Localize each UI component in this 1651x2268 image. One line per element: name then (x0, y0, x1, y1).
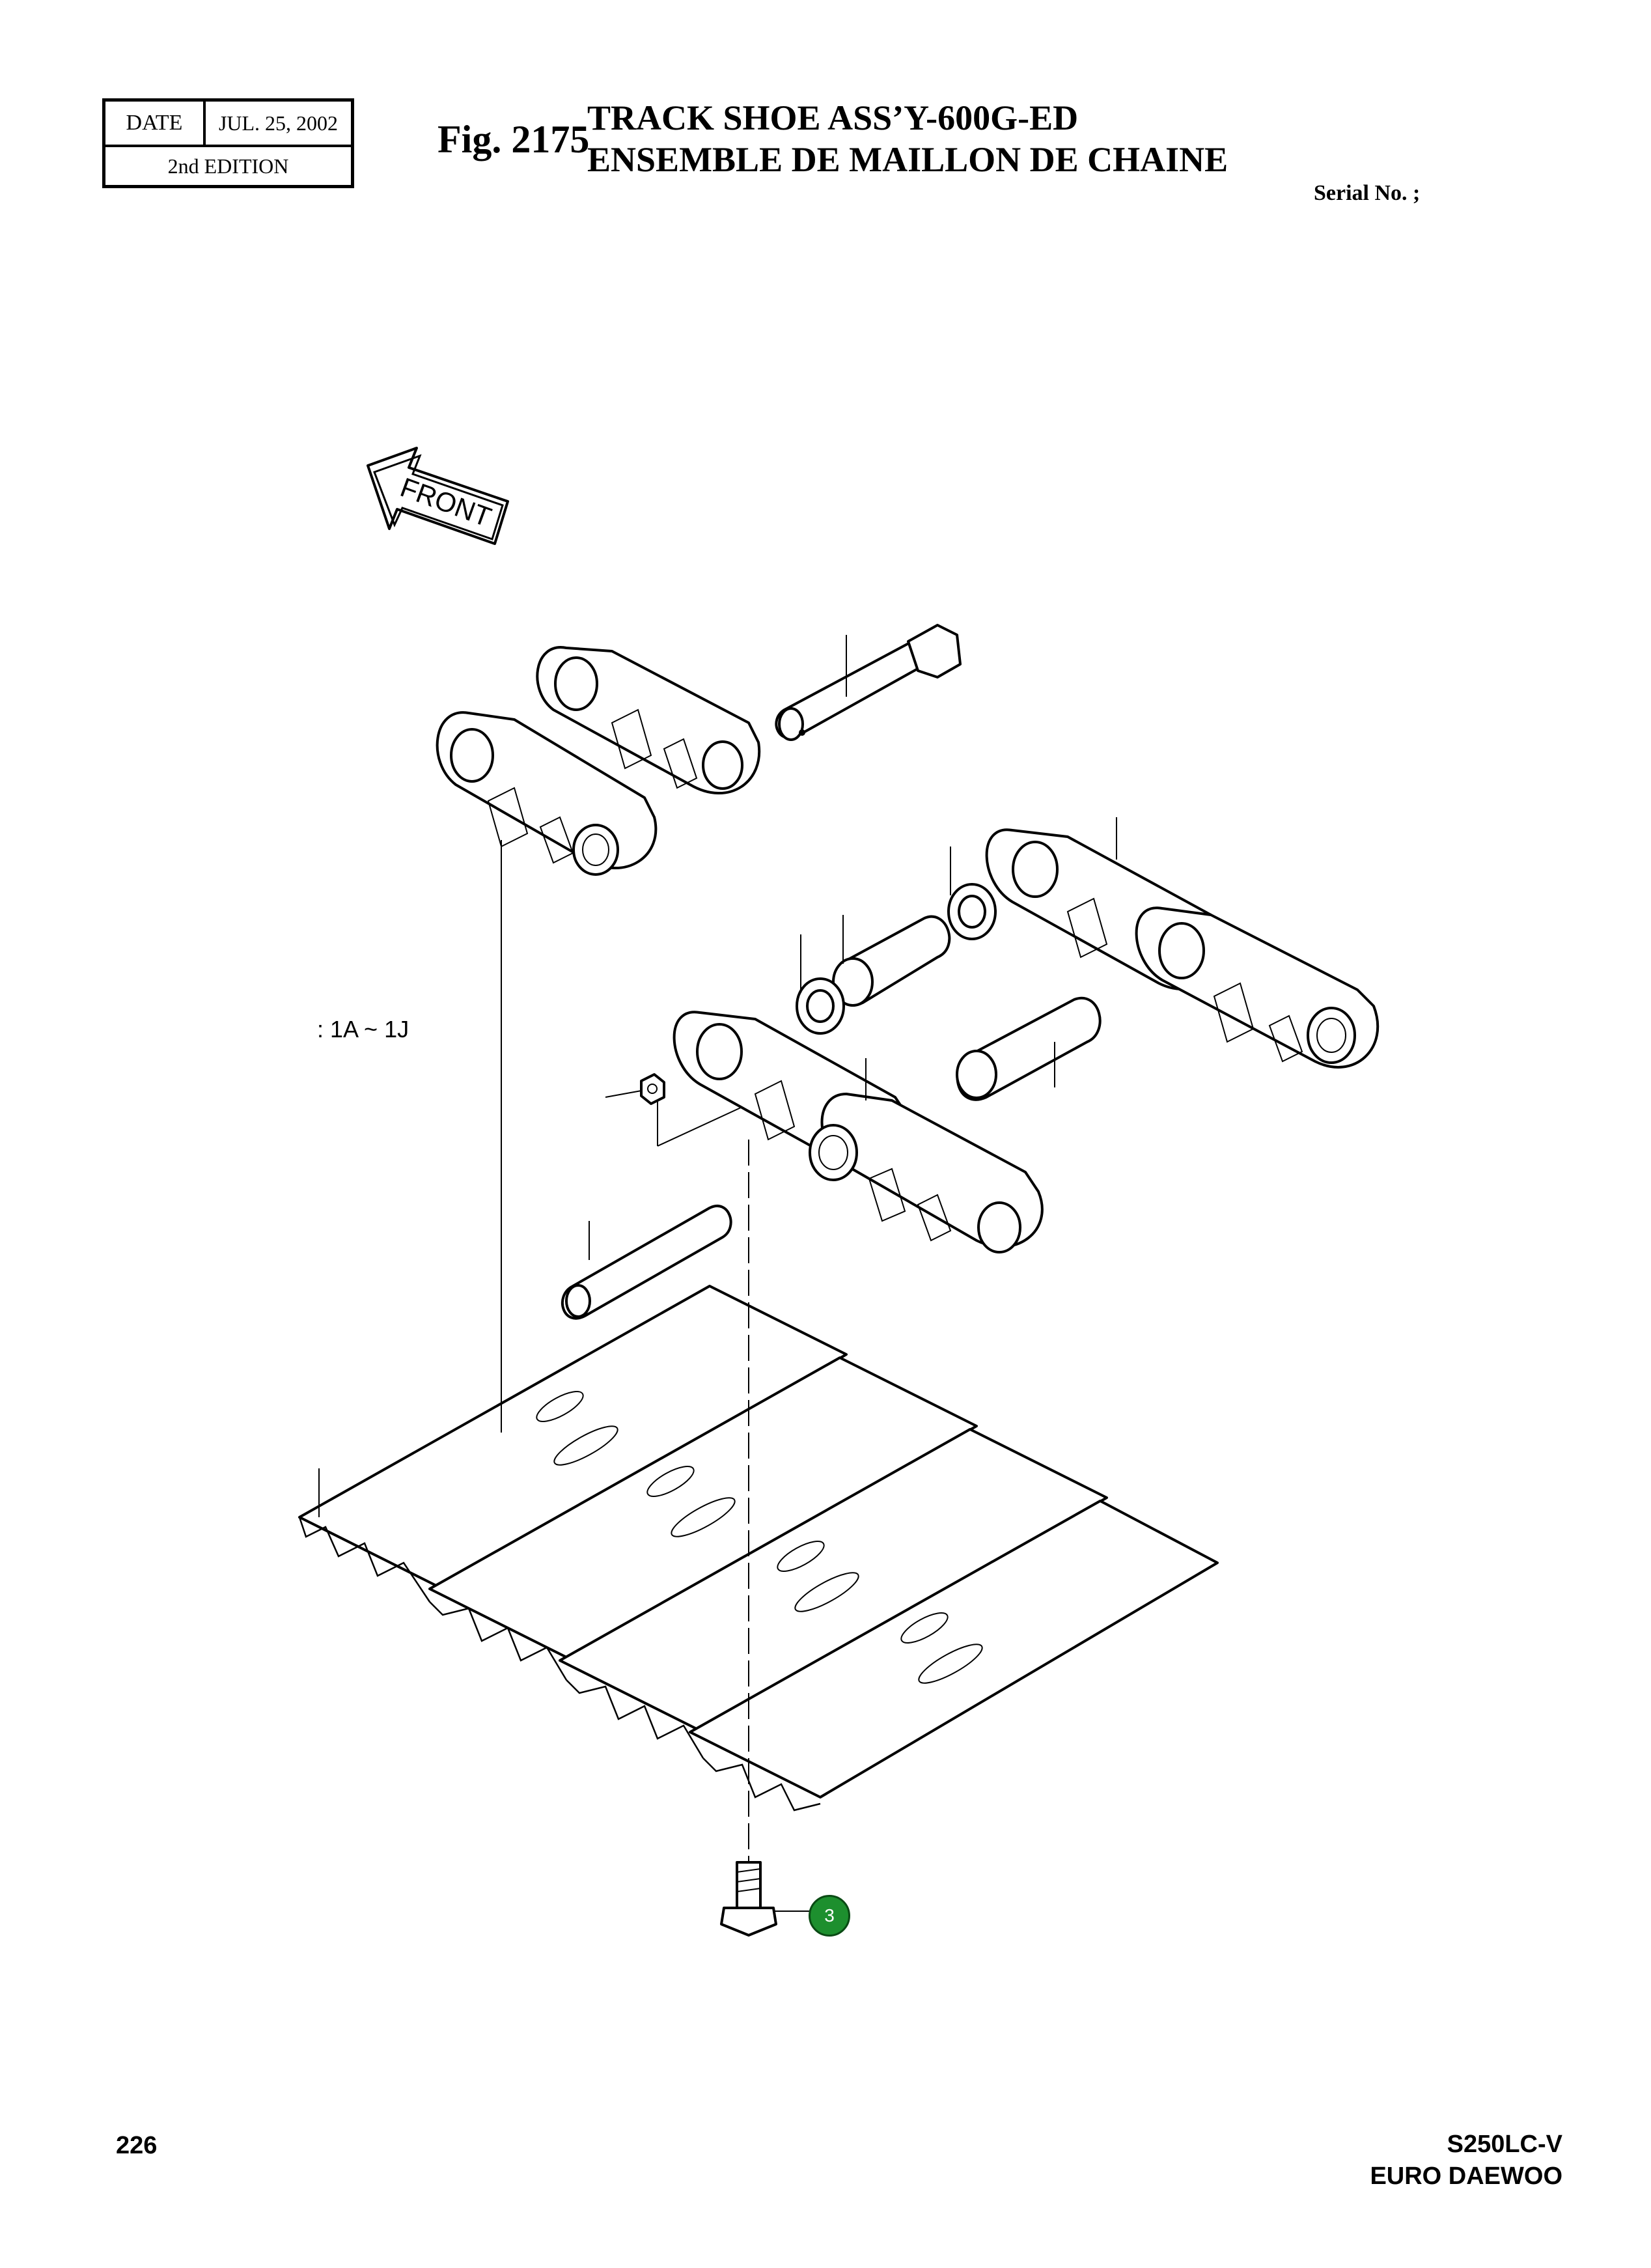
brand-label: EURO DAEWOO (1370, 2163, 1562, 2190)
date-label: DATE (105, 102, 206, 145)
page-number: 226 (116, 2132, 158, 2159)
model-label: S250LC-V (1447, 2131, 1562, 2158)
bushing-lower (956, 996, 1102, 1101)
leader-lines (318, 635, 1117, 1912)
dust-seal-upper (947, 883, 997, 940)
upper-link-rear (536, 646, 761, 795)
serial-number-label: Serial No. ; (1314, 181, 1421, 205)
shoe-bolt (720, 1861, 777, 1937)
title-french: ENSEMBLE DE MAILLON DE CHAINE (587, 140, 1228, 179)
bushing-upper (832, 915, 951, 1007)
date-row: DATE JUL. 25, 2002 (105, 102, 351, 147)
track-shoe-plates (298, 1285, 1219, 1812)
dust-seal-lower (796, 977, 845, 1035)
track-pin-upper (775, 624, 962, 741)
track-pin-lower (561, 1205, 732, 1320)
front-arrow: FRONT (367, 447, 509, 545)
callout-3[interactable]: 3 (809, 1895, 850, 1937)
title-english: TRACK SHOE ASS’Y-600G-ED (587, 98, 1079, 137)
lower-link-front (809, 1093, 1044, 1253)
date-edition-box: DATE JUL. 25, 2002 2nd EDITION (102, 98, 354, 188)
upper-link-front (436, 711, 658, 876)
right-link-front (1135, 906, 1379, 1069)
date-value: JUL. 25, 2002 (218, 111, 339, 135)
part-range-label: : 1A ~ 1J (317, 1016, 409, 1043)
edition-label: 2nd EDITION (167, 154, 289, 178)
figure-number: Fig. 2175 (437, 118, 590, 161)
track-nut (640, 1073, 665, 1105)
